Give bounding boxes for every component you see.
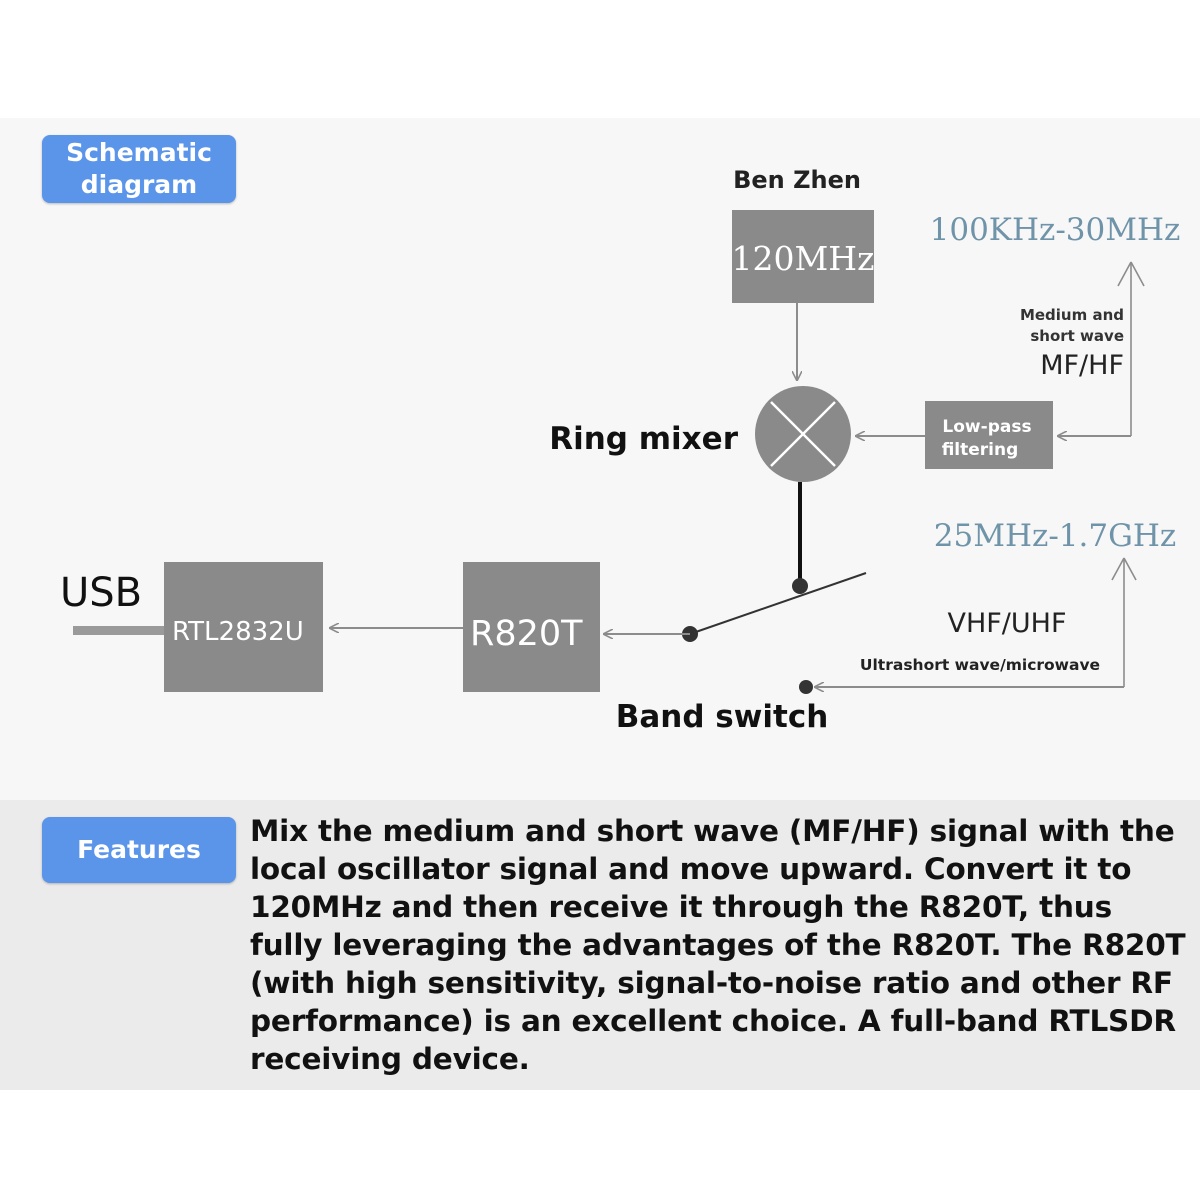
- filter-label-line2: filtering: [942, 440, 1019, 460]
- schematic-header-line2: diagram: [80, 170, 198, 199]
- features-description: Mix the medium and short wave (MF/HF) si…: [250, 814, 1186, 1076]
- switch-contact-mixer: [792, 578, 808, 594]
- schematic-diagram-header: Schematic diagram: [42, 135, 236, 203]
- r820t-block: [463, 562, 600, 692]
- low-pass-filter-block: [925, 401, 1053, 469]
- features-header: Features: [42, 817, 236, 883]
- ring-mixer-label: Ring mixer: [549, 421, 738, 457]
- hf-description-line1: Medium and: [1020, 306, 1124, 324]
- vhf-description: Ultrashort wave/microwave: [860, 656, 1100, 674]
- oscillator-title: Ben Zhen: [733, 166, 861, 194]
- hf-antenna-icon: [1117, 261, 1145, 436]
- vhf-band-code: VHF/UHF: [948, 608, 1067, 639]
- vhf-band-range: 25MHz-1.7GHz: [934, 518, 1176, 554]
- rtl2832u-label: RTL2832U: [172, 617, 304, 647]
- hf-band-code: MF/HF: [1040, 350, 1124, 381]
- usb-label: USB: [60, 570, 142, 616]
- ring-mixer-icon: [755, 386, 851, 482]
- filter-label-line1: Low-pass: [942, 417, 1031, 437]
- switch-contact-vhf: [799, 680, 813, 694]
- oscillator-frequency: 120MHz: [732, 239, 875, 278]
- hf-description-line2: short wave: [1030, 327, 1124, 345]
- schematic-header-line1: Schematic: [66, 138, 212, 167]
- rtl2832u-block: [164, 562, 323, 692]
- oscillator-block: [732, 210, 874, 303]
- hf-band-range: 100KHz-30MHz: [930, 212, 1181, 248]
- band-switch-label: Band switch: [616, 699, 829, 735]
- schematic-diagram: Ben Zhen 120MHz Ring mixer 100KHz-30MHz …: [60, 166, 1181, 735]
- r820t-label: R820T: [470, 614, 583, 654]
- vhf-antenna-icon: [1111, 557, 1137, 687]
- usb-connector: [73, 626, 164, 635]
- band-switch-lever: [689, 572, 867, 635]
